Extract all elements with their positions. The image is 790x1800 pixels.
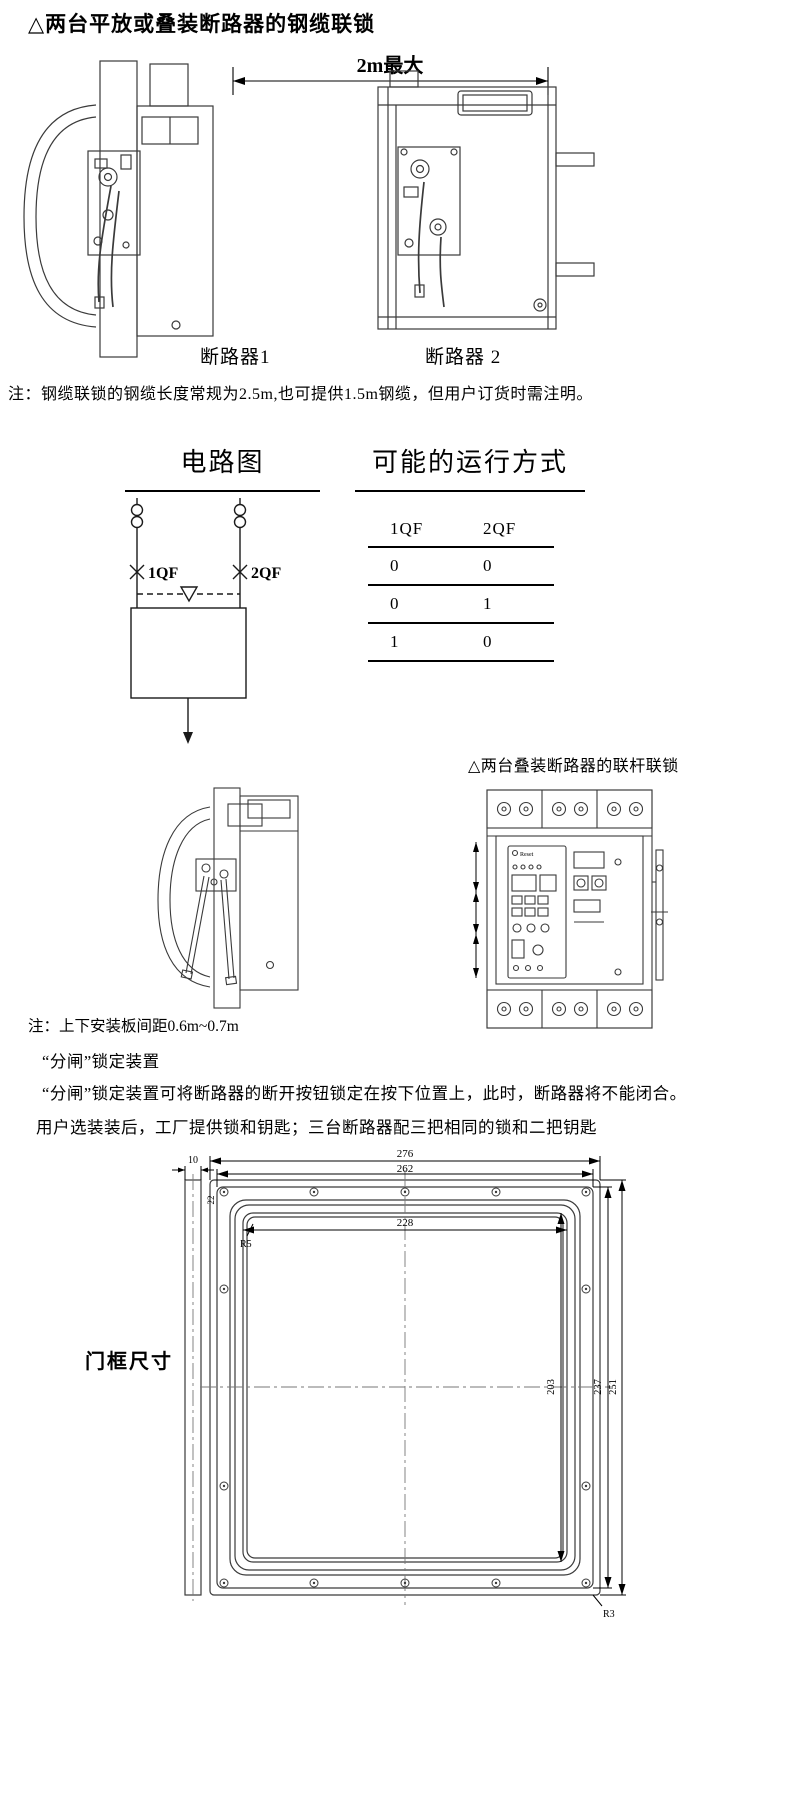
table-row: 1 0 xyxy=(368,624,554,662)
door-frame-drawing: 276 262 10 228 22 R5 xyxy=(172,1148,626,1620)
linkage-bar xyxy=(655,849,664,981)
cell-2qf: 0 xyxy=(483,632,493,651)
door-frame-title: 门框尺寸 xyxy=(85,1351,173,1373)
cell-2qf: 1 xyxy=(483,594,493,613)
breaker1-tag-label: 1QF xyxy=(148,565,178,582)
dim-203-label: 203 xyxy=(546,1379,557,1395)
circuit-diagram-header: 电路图 xyxy=(125,442,320,492)
left-dimension-arrows xyxy=(473,842,479,978)
cell-2qf: 0 xyxy=(483,556,493,575)
lock-device-heading: “分闸”锁定装置 xyxy=(42,1052,160,1071)
dim-10-label: 10 xyxy=(188,1155,198,1166)
breaker1-drawing xyxy=(23,60,214,358)
lock-device-description: “分闸”锁定装置可将断路器的断开按钮锁定在按下位置上，此时，断路器将不能闭合。 xyxy=(42,1084,687,1103)
operation-modes-table: 1QF 2QF 0 0 0 1 1 0 xyxy=(368,512,554,662)
cable-interlock-figure: 2m最大 xyxy=(23,55,595,358)
dim-262-label: 262 xyxy=(397,1163,414,1175)
rod-interlock-title: △两台叠装断路器的联杆联锁 xyxy=(468,758,679,775)
stacked-breaker-side-drawing xyxy=(157,787,299,1009)
cell-1qf: 0 xyxy=(390,594,400,613)
breaker2-tag-label: 2QF xyxy=(251,565,281,582)
stacked-breaker-front-drawing: Reset xyxy=(473,789,668,1029)
circuit-diagram: 1QF 2QF xyxy=(129,498,281,744)
interlock-triangle-symbol xyxy=(179,586,199,603)
cell-1qf: 1 xyxy=(390,632,400,651)
side-view-lines xyxy=(157,787,299,1009)
radius-r3-label: R3 xyxy=(603,1609,615,1620)
cable-length-note: 注：钢缆联锁的钢缆长度常规为2.5m,也可提供1.5m钢缆，但用户订货时需注明。 xyxy=(8,386,593,403)
table-header-2qf: 2QF xyxy=(483,519,517,538)
mounting-holes xyxy=(219,1187,591,1588)
radius-r5-label: R5 xyxy=(240,1239,252,1250)
lock-device-order-note: 用户选装装后，工厂提供锁和钥匙；三台断路器配三把相同的锁和二把钥匙 xyxy=(36,1118,597,1137)
cell-1qf: 0 xyxy=(390,556,400,575)
front-view-lines xyxy=(486,789,668,1029)
load-arrow xyxy=(183,732,193,744)
dim-237-label: 237 xyxy=(593,1379,604,1395)
center-lines xyxy=(192,1170,612,1605)
dim-228-label: 228 xyxy=(397,1217,414,1229)
reset-button-label: Reset xyxy=(520,852,534,858)
table-row: 0 0 xyxy=(368,548,554,586)
dim-22-label: 22 xyxy=(206,1196,216,1205)
breaker1-label: 断路器1 xyxy=(200,347,271,368)
mounting-spacing-note: 注：上下安装板间距0.6m~0.7m xyxy=(28,1018,239,1035)
frame-dimensions: 276 262 10 228 22 R5 xyxy=(172,1148,626,1620)
table-row: 0 1 xyxy=(368,586,554,624)
dim-251-label: 251 xyxy=(608,1379,619,1395)
circuit-lines xyxy=(129,498,248,744)
table-header-1qf: 1QF xyxy=(390,519,424,538)
breaker2-drawing xyxy=(377,70,595,330)
page-title: △两台平放或叠装断路器的钢缆联锁 xyxy=(28,12,376,36)
table-header-row: 1QF 2QF xyxy=(368,512,554,548)
breaker2-label: 断路器 2 xyxy=(425,347,502,368)
operation-modes-header: 可能的运行方式 xyxy=(355,442,585,492)
dim-276-label: 276 xyxy=(397,1148,414,1160)
